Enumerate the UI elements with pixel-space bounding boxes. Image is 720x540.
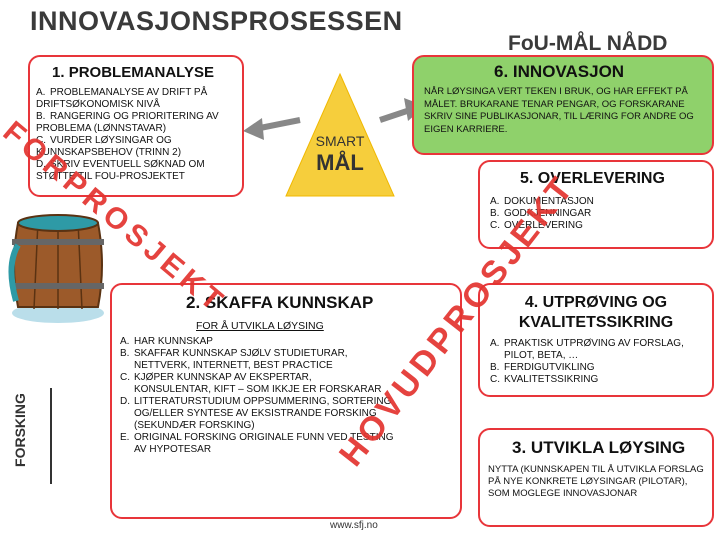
- box5-heading: 5. OVERLEVERING: [520, 170, 665, 188]
- footer-url: www.sfj.no: [330, 520, 378, 531]
- box1-items: a.PROBLEMANALYSE AV DRIFT PÅ DRIFTSØKONO…: [36, 87, 236, 183]
- list-item: c.KVALITETSSIKRING: [490, 374, 599, 385]
- box5-number: 5.: [520, 170, 534, 187]
- smart-label: SMART: [315, 133, 365, 149]
- box4-heading-text: UTPRØVING OG KVALITETSSIKRING: [518, 294, 674, 331]
- box-innovation: [412, 55, 714, 155]
- list-item: e.ORIGINAL FORSKING ORIGINALE FUNN VED T…: [120, 432, 394, 455]
- box3-number: 3.: [512, 438, 527, 457]
- box2-heading: 2. SKAFFA KUNNSKAP: [186, 293, 373, 313]
- list-item: c.KJØPER KUNNSKAP AV EKSPERTAR, KONSULEN…: [120, 372, 382, 395]
- box4-items: a.PRAKTISK UTPRØVING AV FORSLAG, PILOT, …: [490, 338, 704, 386]
- box-handover: [478, 160, 714, 249]
- smart-goal-triangle: [285, 72, 395, 197]
- list-item: a.PROBLEMANALYSE AV DRIFT PÅ DRIFTSØKONO…: [36, 87, 208, 110]
- list-item: d.LITTERATURSTUDIUM OPPSUMMERING, SORTER…: [120, 396, 392, 431]
- box2-subheading: FOR Å UTVIKLA LØYSING: [196, 320, 324, 332]
- list-item: c.OVERLEVERING: [490, 220, 583, 231]
- box5-items: a.DOKUMENTASJON b.GODKJENNINGAR c.OVERLE…: [490, 196, 700, 232]
- box2-number: 2.: [186, 293, 201, 312]
- box3-heading-text: UTVIKLA LØYSING: [530, 438, 686, 457]
- list-item: a.DOKUMENTASJON: [490, 196, 594, 207]
- list-item: a.PRAKTISK UTPRØVING AV FORSLAG, PILOT, …: [490, 338, 684, 361]
- list-item: a.HAR KUNNSKAP: [120, 336, 213, 347]
- arrow-head-box1: [243, 118, 264, 140]
- box6-number: 6.: [494, 62, 509, 81]
- arrow-center-to-box6: [379, 107, 411, 123]
- arrow-center-to-box1: [259, 117, 301, 131]
- side-label-divider: [50, 388, 52, 484]
- list-item: b.RANGERING OG PRIORITERING AV PROBLEMA …: [36, 111, 219, 134]
- box4-heading: 4. UTPRØVING OG KVALITETSSIKRING: [486, 293, 706, 333]
- goal-label: MÅL: [316, 150, 364, 175]
- box1-number: 1.: [52, 64, 65, 81]
- box-testing: [478, 283, 714, 397]
- research-side-label: FORSKING: [12, 393, 28, 467]
- box1-heading-text: PROBLEMANALYSE: [68, 64, 214, 81]
- box4-number: 4.: [524, 294, 539, 311]
- box6-heading: 6. INNOVASJON: [494, 62, 624, 82]
- fou-goal-title: FoU-MÅL NÅDD: [508, 32, 668, 55]
- box2-items: a.HAR KUNNSKAP b.SKAFFAR KUNNSKAP SJØLV …: [120, 336, 450, 456]
- list-item: b.SKAFFAR KUNNSKAP SJØLV STUDIETURAR, NE…: [120, 348, 348, 371]
- barrel-icon: [8, 214, 104, 323]
- box-develop-solution: [478, 428, 714, 527]
- box3-heading: 3. UTVIKLA LØYSING: [512, 438, 685, 458]
- list-item: b.FERDIGUTVIKLING: [490, 362, 595, 373]
- box5-heading-text: OVERLEVERING: [537, 170, 665, 187]
- box-problem-analysis: [28, 55, 244, 197]
- box6-text: NÅR LØYSINGA VERT TEKEN I BRUK, OG HAR E…: [424, 86, 694, 135]
- box1-heading: 1. PROBLEMANALYSE: [52, 64, 214, 81]
- box6-heading-text: INNOVASJON: [512, 62, 625, 81]
- list-item: d.SKRIV EVENTUELL SØKNAD OM STØTTE TIL F…: [36, 159, 205, 182]
- box-acquire-knowledge: [110, 283, 462, 519]
- page-title: INNOVASJONSPROSESSEN: [30, 6, 403, 36]
- box3-text: NYTTA (KUNNSKAPEN TIL Å UTVIKLA FORSLAG …: [488, 464, 704, 499]
- list-item: b.GODKJENNINGAR: [490, 208, 592, 219]
- list-item: c.VURDER LØYSINGAR OG KUNNSKAPSBEHOV (TR…: [36, 135, 182, 158]
- box2-heading-text: SKAFFA KUNNSKAP: [204, 293, 374, 312]
